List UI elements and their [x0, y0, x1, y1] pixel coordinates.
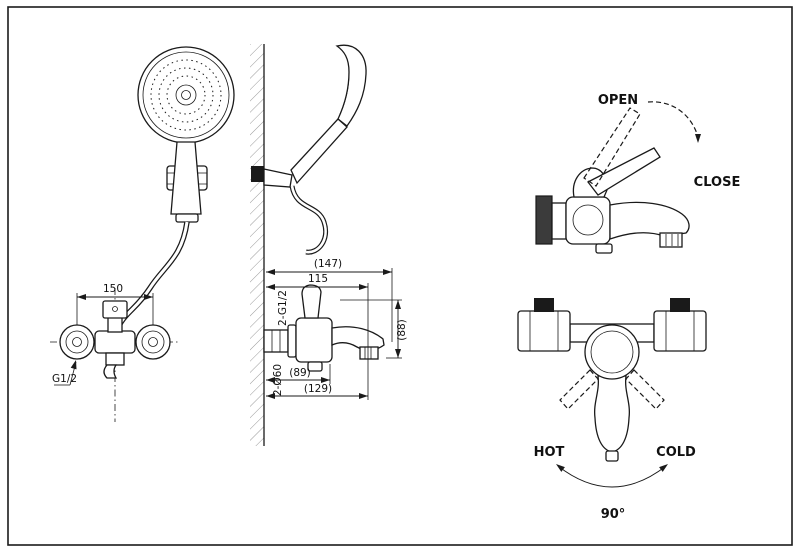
- right-wall-flange: [135, 324, 171, 360]
- close-label: CLOSE: [694, 175, 741, 190]
- diverter-op: [595, 243, 613, 254]
- spout-front: [105, 352, 125, 366]
- thread-callout: G1/2: [52, 360, 77, 386]
- dim-88-label: (88): [396, 319, 408, 341]
- lever-cold-position: [625, 369, 665, 410]
- hand-shower-side-view: [289, 44, 367, 255]
- hand-shower-front-view: [113, 46, 235, 334]
- aerator-side: [359, 346, 379, 360]
- mixer-side-view: [263, 284, 385, 372]
- lever-hot-position: [559, 369, 599, 410]
- shower-head-side: [335, 44, 367, 127]
- drawing-border: [7, 6, 793, 546]
- dim-2-g12-label: 2-G1/2: [277, 290, 289, 326]
- shower-head-outer: [137, 46, 235, 144]
- eccentric-connector-op: [551, 202, 567, 240]
- spout-column: [593, 375, 631, 453]
- aerator-op: [659, 232, 683, 248]
- angle-label: 90°: [601, 507, 626, 522]
- spout-side: [331, 326, 385, 351]
- cold-label: COLD: [656, 445, 696, 460]
- bracket-arm: [263, 168, 293, 188]
- dim-129-label: (129): [304, 383, 332, 395]
- lever-open-position: [583, 107, 641, 187]
- wall-section: [250, 44, 293, 446]
- right-inlet-plate: [653, 310, 707, 352]
- diverter-side: [307, 361, 323, 372]
- dim-147-label: (147): [314, 258, 342, 270]
- swing-arc: [557, 465, 667, 488]
- hot-label: HOT: [534, 445, 565, 460]
- handle-operation-view: OPEN CLOSE: [535, 93, 741, 254]
- handle-cap-front: [102, 300, 128, 319]
- spout-tip: [605, 450, 619, 462]
- handle-side: [301, 284, 322, 319]
- eccentric-connector: [263, 329, 289, 353]
- diverter-front: [103, 364, 118, 379]
- hose-nut: [175, 213, 199, 223]
- bracket-wall-anchor: [251, 166, 264, 182]
- mixer-body-side: [295, 317, 333, 363]
- mixer-body-front: [94, 330, 136, 354]
- temperature-rotation-view: HOT COLD 90°: [517, 298, 707, 522]
- shower-handle-side: [290, 118, 348, 185]
- dim-89-label: (89): [289, 367, 311, 379]
- wall-block: [535, 195, 553, 245]
- rotation-arrow-arc: [647, 101, 699, 138]
- lever-closed-position: [587, 147, 661, 196]
- left-inlet-cap: [534, 298, 554, 312]
- shower-hose-side: [289, 185, 328, 255]
- spout-op: [609, 201, 690, 240]
- left-wall-flange: [59, 324, 95, 360]
- dim-150-label: 150: [103, 283, 123, 295]
- mixer-front-view: 150 G1/2: [50, 283, 180, 422]
- dimensions-side-view: (147) 115 2-G1/2 2-Ø60 (88) (89) (129): [266, 258, 408, 400]
- mixer-body-op: [565, 196, 611, 245]
- dim-115-label: 115: [308, 273, 328, 285]
- wall-hatch: [250, 44, 264, 446]
- spray-nozzle-ring: [150, 59, 222, 131]
- thread-g12-label: G1/2: [52, 373, 77, 385]
- flange-side: [287, 324, 297, 358]
- left-inlet-plate: [517, 310, 571, 352]
- dimension-150: 150: [76, 283, 154, 325]
- handle-hub: [584, 324, 640, 380]
- shower-handle-front: [170, 141, 202, 215]
- open-label: OPEN: [598, 93, 638, 108]
- right-inlet-cap: [670, 298, 690, 312]
